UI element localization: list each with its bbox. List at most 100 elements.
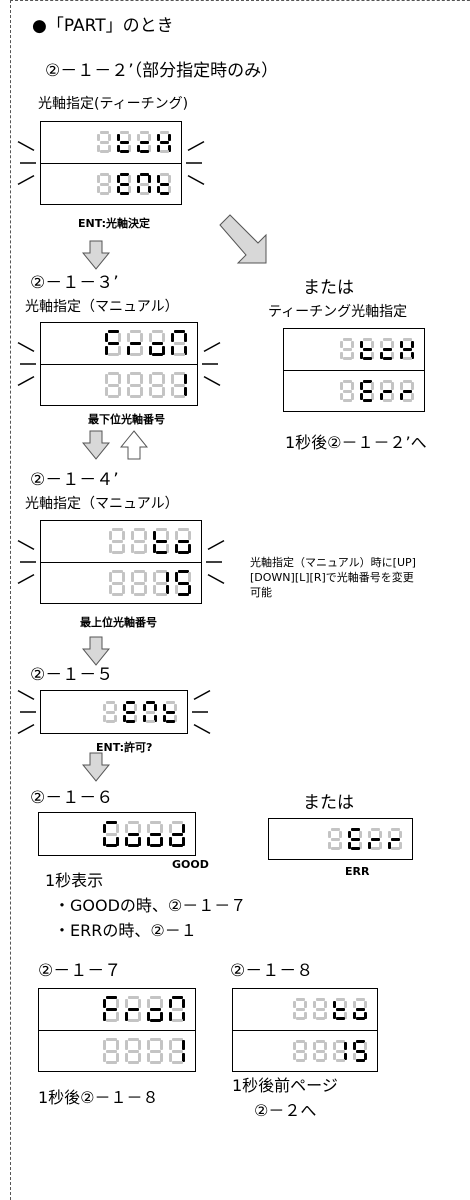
seven-segment-digit <box>123 701 137 723</box>
flash-mark-icon <box>20 711 36 713</box>
flash-mark-icon <box>193 689 211 701</box>
display-row <box>41 122 181 163</box>
seven-segment-digit <box>143 701 157 723</box>
err-branch: ・ERRの時、②－１ <box>54 921 197 940</box>
display-row <box>233 1029 377 1072</box>
step-2-1-4: ②－１－４’ <box>30 470 119 490</box>
seven-segment-digit <box>109 528 125 555</box>
seven-segment-digit <box>169 821 185 847</box>
seven-segment-digit <box>353 1039 367 1062</box>
top-axis-caption: 最上位光軸番号 <box>80 616 157 629</box>
seven-segment-digit <box>293 998 307 1021</box>
step-8-after-1: 1秒後前ページ <box>232 1076 338 1095</box>
teach-caption: ENT:光軸決定 <box>78 217 151 230</box>
down-arrow-icon <box>82 752 110 782</box>
step-2-1-5: ②－１－５ <box>30 665 114 685</box>
teach-error-display <box>283 328 425 412</box>
flash-mark-icon <box>20 561 36 563</box>
seven-segment-digit <box>388 828 402 850</box>
display-row <box>39 1029 195 1072</box>
display-row <box>41 162 181 205</box>
seven-segment-digit <box>149 371 165 398</box>
flash-mark-icon <box>17 141 35 152</box>
seven-segment-digit <box>109 569 125 596</box>
seven-segment-digit <box>313 998 327 1021</box>
final-bottom-display <box>38 988 196 1072</box>
display-row <box>233 989 377 1030</box>
seven-segment-digit <box>149 330 165 357</box>
up-arrow-icon <box>120 430 148 460</box>
teach-axis-label: ティーチング光軸指定 <box>268 304 408 320</box>
seven-segment-digit <box>340 338 354 361</box>
seven-segment-digit <box>157 172 171 195</box>
seven-segment-digit <box>340 379 354 402</box>
seven-segment-digit <box>125 821 141 847</box>
step-2-1-8: ②－１－８ <box>230 961 314 981</box>
seven-segment-digit <box>153 528 169 555</box>
display-row <box>39 989 195 1030</box>
diagonal-arrow-icon <box>219 214 267 264</box>
flash-mark-icon <box>17 723 35 735</box>
down-arrow-icon <box>82 240 110 270</box>
seven-segment-digit <box>175 528 191 555</box>
flash-mark-icon <box>17 174 35 185</box>
step-2-1-7: ②－１－７ <box>38 961 122 981</box>
top-axis-display <box>40 520 202 604</box>
seven-segment-digit <box>153 569 169 596</box>
seven-segment-digit <box>147 996 163 1023</box>
seven-segment-digit <box>131 569 147 596</box>
teach-display <box>40 121 182 205</box>
flash-mark-icon <box>20 363 36 365</box>
seven-segment-digit <box>105 330 121 357</box>
step-2-1-3: ②－１－３’ <box>30 273 119 293</box>
seven-segment-digit <box>117 172 131 195</box>
display-row <box>41 521 201 562</box>
flash-mark-icon <box>187 174 205 185</box>
seven-segment-digit <box>125 1037 141 1064</box>
flash-mark-icon <box>17 573 35 584</box>
flash-mark-icon <box>17 689 35 701</box>
seven-segment-digit <box>333 1039 347 1062</box>
flash-mark-icon <box>206 561 222 563</box>
seven-segment-digit <box>97 131 111 154</box>
seven-segment-digit <box>169 1037 185 1064</box>
page-title: ●「PART」のとき <box>32 16 174 36</box>
seven-segment-digit <box>171 371 187 398</box>
display-time: 1秒表示 <box>45 871 104 890</box>
seven-segment-digit <box>137 131 151 154</box>
seven-segment-digit <box>333 998 347 1021</box>
flash-mark-icon <box>187 141 205 152</box>
manual-note: 光軸指定（マニュアル）時に[UP][DOWN][L][R]で光軸番号を変更可能 <box>250 556 416 599</box>
seven-segment-digit <box>103 701 117 723</box>
manual-label-1: 光軸指定（マニュアル） <box>25 299 179 315</box>
flash-mark-icon <box>17 342 35 353</box>
down-arrow-icon <box>82 636 110 666</box>
seven-segment-digit <box>125 996 141 1023</box>
seven-segment-digit <box>360 338 374 361</box>
bottom-axis-display <box>40 322 198 406</box>
teach-label: 光軸指定(ティーチング) <box>38 96 189 112</box>
seven-segment-digit <box>400 338 414 361</box>
error-caption: ERR <box>345 865 370 878</box>
seven-segment-digit <box>97 172 111 195</box>
seven-segment-digit <box>171 330 187 357</box>
final-top-display <box>232 988 378 1072</box>
flash-mark-icon <box>207 540 225 551</box>
or-label-2: または <box>303 793 354 813</box>
flash-mark-icon <box>203 342 221 353</box>
step-7-after: 1秒後②－１－８ <box>38 1088 159 1107</box>
seven-segment-digit <box>103 821 119 847</box>
display-row <box>284 329 424 370</box>
seven-segment-digit <box>127 330 143 357</box>
seven-segment-digit <box>147 1037 163 1064</box>
seven-segment-digit <box>348 828 362 850</box>
dashed-frame <box>10 0 470 1200</box>
display-row <box>284 369 424 412</box>
good-display <box>38 812 196 856</box>
flash-mark-icon <box>186 162 202 164</box>
flash-mark-icon <box>20 162 36 164</box>
seven-segment-digit <box>147 821 163 847</box>
step-8-after-2: ②－２へ <box>254 1101 317 1120</box>
seven-segment-digit <box>103 1037 119 1064</box>
sub-heading: ②－１－２’（部分指定時のみ） <box>45 61 279 81</box>
